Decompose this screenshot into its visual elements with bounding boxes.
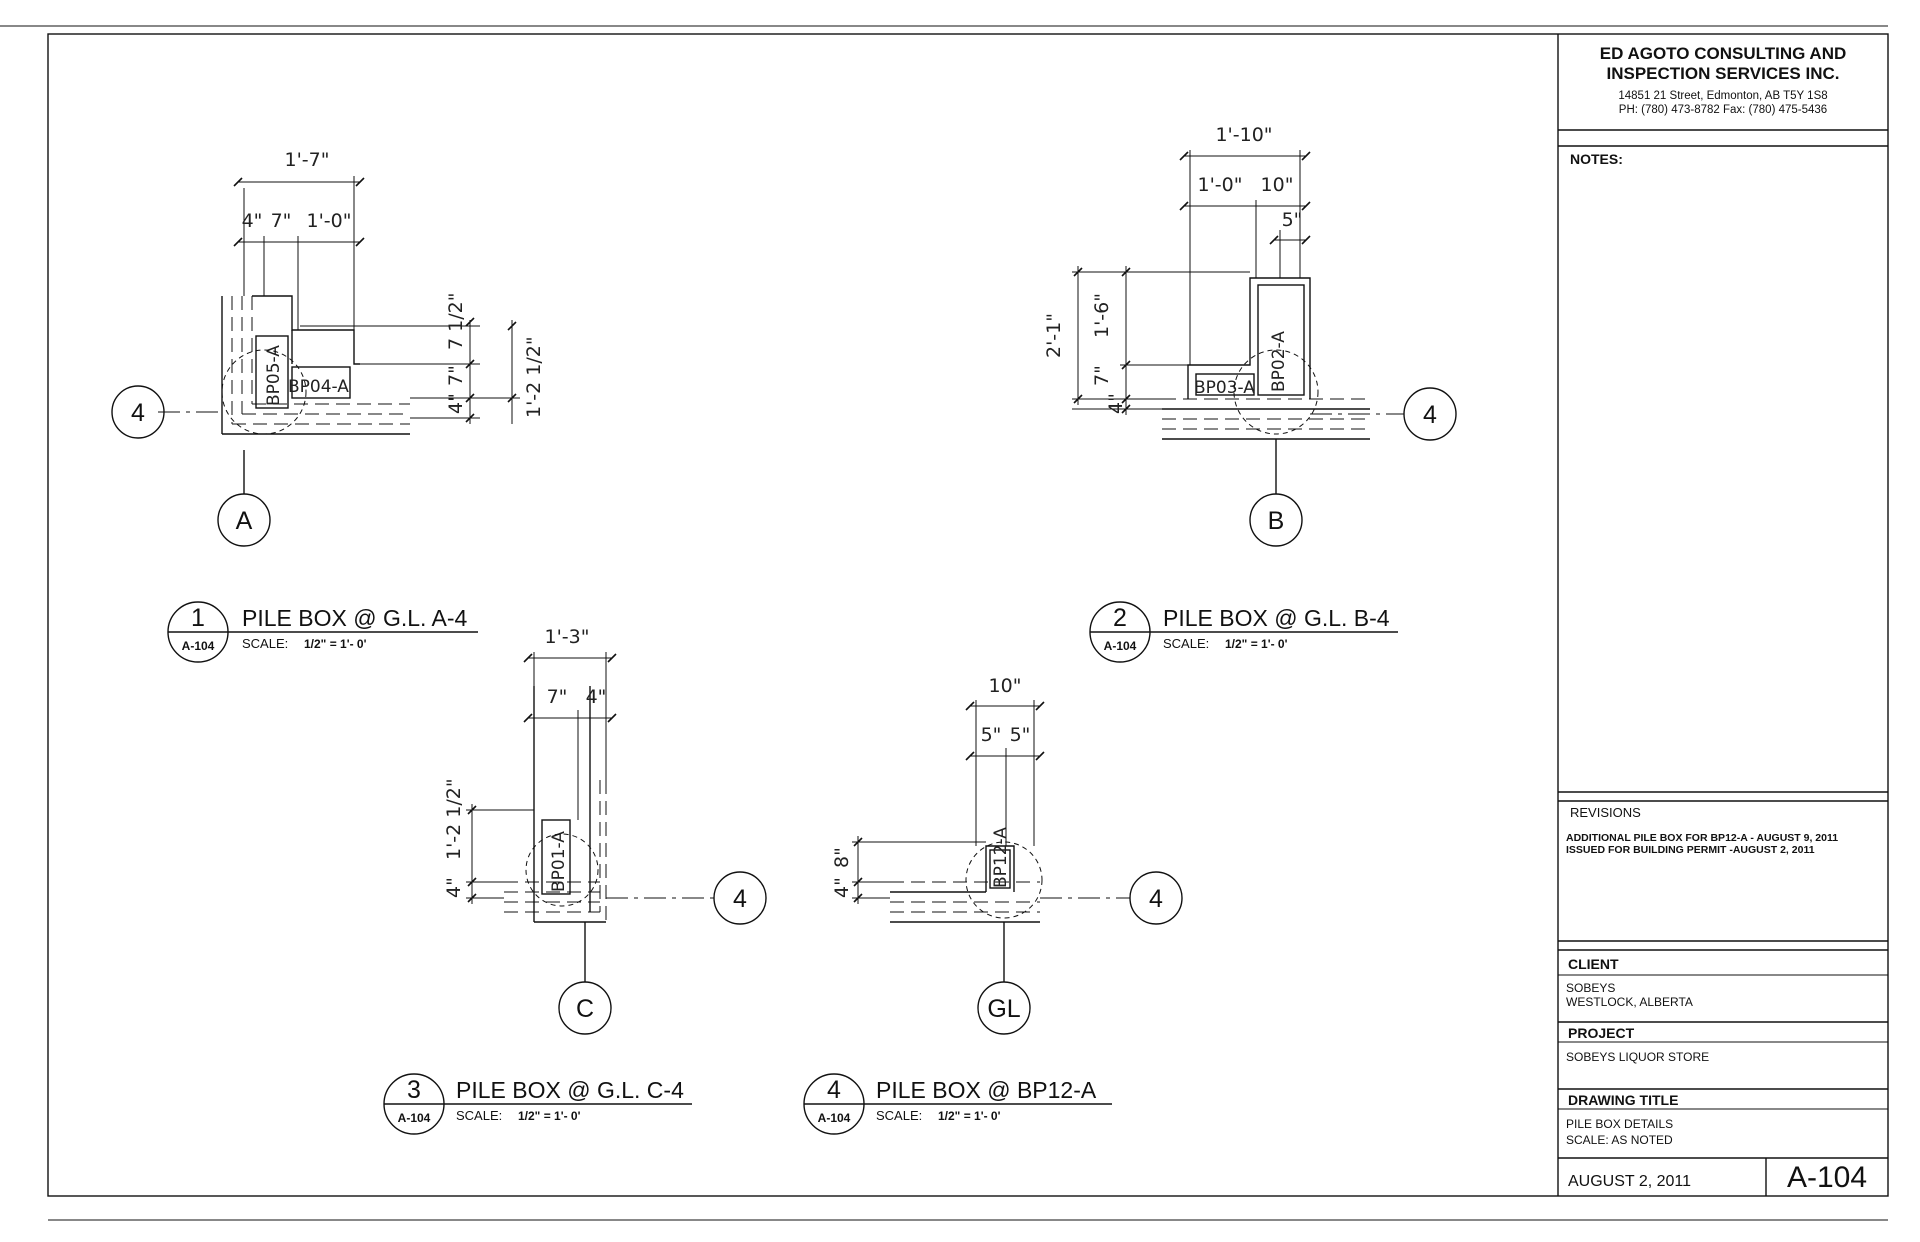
dimension: 7" [271, 210, 292, 232]
revision-item: ISSUED FOR BUILDING PERMIT -AUGUST 2, 20… [1566, 844, 1815, 856]
dimension: 10" [1261, 174, 1294, 196]
dimension: 2'-1" [1043, 313, 1065, 358]
grid-bubble-label: 4 [1149, 885, 1163, 913]
dimension: 4" [443, 877, 465, 898]
revisions-label: REVISIONS [1570, 805, 1641, 820]
detail-4-title: 4 A-104 PILE BOX @ BP12-A SCALE: 1/2" = … [803, 1073, 1112, 1135]
detail-number: 2 [1113, 604, 1127, 632]
revision-item: ADDITIONAL PILE BOX FOR BP12-A - AUGUST … [1566, 832, 1838, 844]
detail-title: PILE BOX @ G.L. A-4 [242, 605, 468, 631]
client-name: SOBEYS [1566, 981, 1615, 995]
dimension: 7" [1091, 365, 1113, 386]
scale-value: 1/2" = 1'- 0' [304, 637, 367, 651]
dimension: 7" [547, 686, 568, 708]
dimension: 4" [242, 210, 263, 232]
detail-2-drawing: BP02-A BP03-A 4 B 1'-10" 1'-0" 10" 5" [1043, 124, 1457, 547]
dimension: 1'-0" [1198, 174, 1243, 196]
dimension: 5" [981, 724, 1002, 746]
grid-bubble-label: 4 [131, 399, 145, 427]
detail-sheet-ref: A-104 [398, 1111, 431, 1125]
project-label: PROJECT [1568, 1025, 1635, 1041]
dimension: 7" [445, 365, 467, 386]
dimension: 1'-2 1/2" [523, 336, 545, 418]
dimension: 4" [1105, 393, 1127, 414]
dimension: 1'-3" [545, 626, 590, 648]
client-label: CLIENT [1568, 956, 1619, 972]
firm-phone: PH: (780) 473-8782 Fax: (780) 475-5436 [1619, 104, 1827, 116]
pile-tag: BP01-A [549, 831, 569, 892]
grid-bubble-label: GL [987, 995, 1020, 1023]
pile-tag: BP03-A [1194, 378, 1255, 398]
sheet-number: A-104 [1787, 1161, 1867, 1194]
grid-bubble-label: A [236, 507, 253, 535]
detail-sheet-ref: A-104 [182, 639, 215, 653]
client-location: WESTLOCK, ALBERTA [1566, 995, 1693, 1009]
drawing-title-line1: PILE BOX DETAILS [1566, 1117, 1673, 1131]
detail-title: PILE BOX @ G.L. B-4 [1163, 605, 1390, 631]
detail-number: 3 [407, 1076, 421, 1104]
scale-value: 1/2" = 1'- 0' [938, 1109, 1001, 1123]
notes-label: NOTES: [1570, 151, 1623, 167]
issue-date: AUGUST 2, 2011 [1568, 1173, 1691, 1190]
pile-tag: BP05-A [264, 345, 284, 406]
dimension: 5" [1282, 209, 1303, 231]
grid-bubble-label: C [576, 995, 594, 1023]
scale-value: 1/2" = 1'- 0' [1225, 637, 1288, 651]
drawing-scale-note: SCALE: AS NOTED [1566, 1133, 1673, 1147]
dimension: 1'-10" [1215, 124, 1272, 146]
grid-bubble-label: B [1268, 507, 1285, 535]
dimension: 1'-0" [307, 210, 352, 232]
detail-sheet-ref: A-104 [1104, 639, 1137, 653]
dimension: 4" [586, 686, 607, 708]
dimension: 1'-7" [285, 149, 330, 171]
scale-label: SCALE: [456, 1108, 502, 1123]
dimension: 5" [1010, 724, 1031, 746]
drawing-title-label: DRAWING TITLE [1568, 1092, 1678, 1108]
dimension: 4" [445, 393, 467, 414]
detail-3-title: 3 A-104 PILE BOX @ G.L. C-4 SCALE: 1/2" … [383, 1073, 692, 1135]
detail-number: 4 [827, 1076, 841, 1104]
scale-value: 1/2" = 1'- 0' [518, 1109, 581, 1123]
detail-1-title: 1 A-104 PILE BOX @ G.L. A-4 SCALE: 1/2" … [167, 601, 478, 663]
title-block: ED AGOTO CONSULTING AND INSPECTION SERVI… [1557, 34, 1888, 1196]
dimension: 7 1/2" [445, 293, 467, 350]
dimension: 1'-6" [1091, 293, 1113, 338]
firm-name-line1: ED AGOTO CONSULTING AND [1600, 44, 1847, 63]
firm-address: 14851 21 Street, Edmonton, AB T5Y 1S8 [1618, 90, 1827, 102]
sheet-border [0, 25, 1889, 1221]
grid-bubble-label: 4 [733, 885, 747, 913]
dimension: 1'-2 1/2" [443, 778, 465, 860]
grid-bubble-label: 4 [1423, 401, 1437, 429]
detail-title: PILE BOX @ G.L. C-4 [456, 1077, 684, 1103]
detail-title: PILE BOX @ BP12-A [876, 1077, 1097, 1103]
detail-4-drawing: BP12-A 4 GL 10" 5" 5" 8" 4" [831, 675, 1183, 1035]
pile-tag: BP04-A [288, 377, 349, 397]
dimension: 8" [831, 847, 853, 868]
detail-number: 1 [191, 604, 205, 632]
pile-tag: BP02-A [1269, 331, 1289, 392]
detail-sheet-ref: A-104 [818, 1111, 851, 1125]
project-name: SOBEYS LIQUOR STORE [1566, 1050, 1709, 1064]
scale-label: SCALE: [1163, 636, 1209, 651]
firm-name-line2: INSPECTION SERVICES INC. [1606, 64, 1839, 83]
detail-2-title: 2 A-104 PILE BOX @ G.L. B-4 SCALE: 1/2" … [1089, 601, 1398, 663]
detail-3-drawing: BP01-A 4 C 1'-3" 7" 4" 1'-2 1/2" 4" [443, 626, 767, 1035]
pile-tag: BP12-A [991, 827, 1011, 888]
scale-label: SCALE: [242, 636, 288, 651]
firm-info: ED AGOTO CONSULTING AND INSPECTION SERVI… [1600, 44, 1847, 116]
dimension: 10" [989, 675, 1022, 697]
detail-1-drawing: BP05-A BP04-A 4 A 1'-7" 4" 7" 1'-0" [111, 149, 545, 547]
dimension: 4" [831, 877, 853, 898]
scale-label: SCALE: [876, 1108, 922, 1123]
